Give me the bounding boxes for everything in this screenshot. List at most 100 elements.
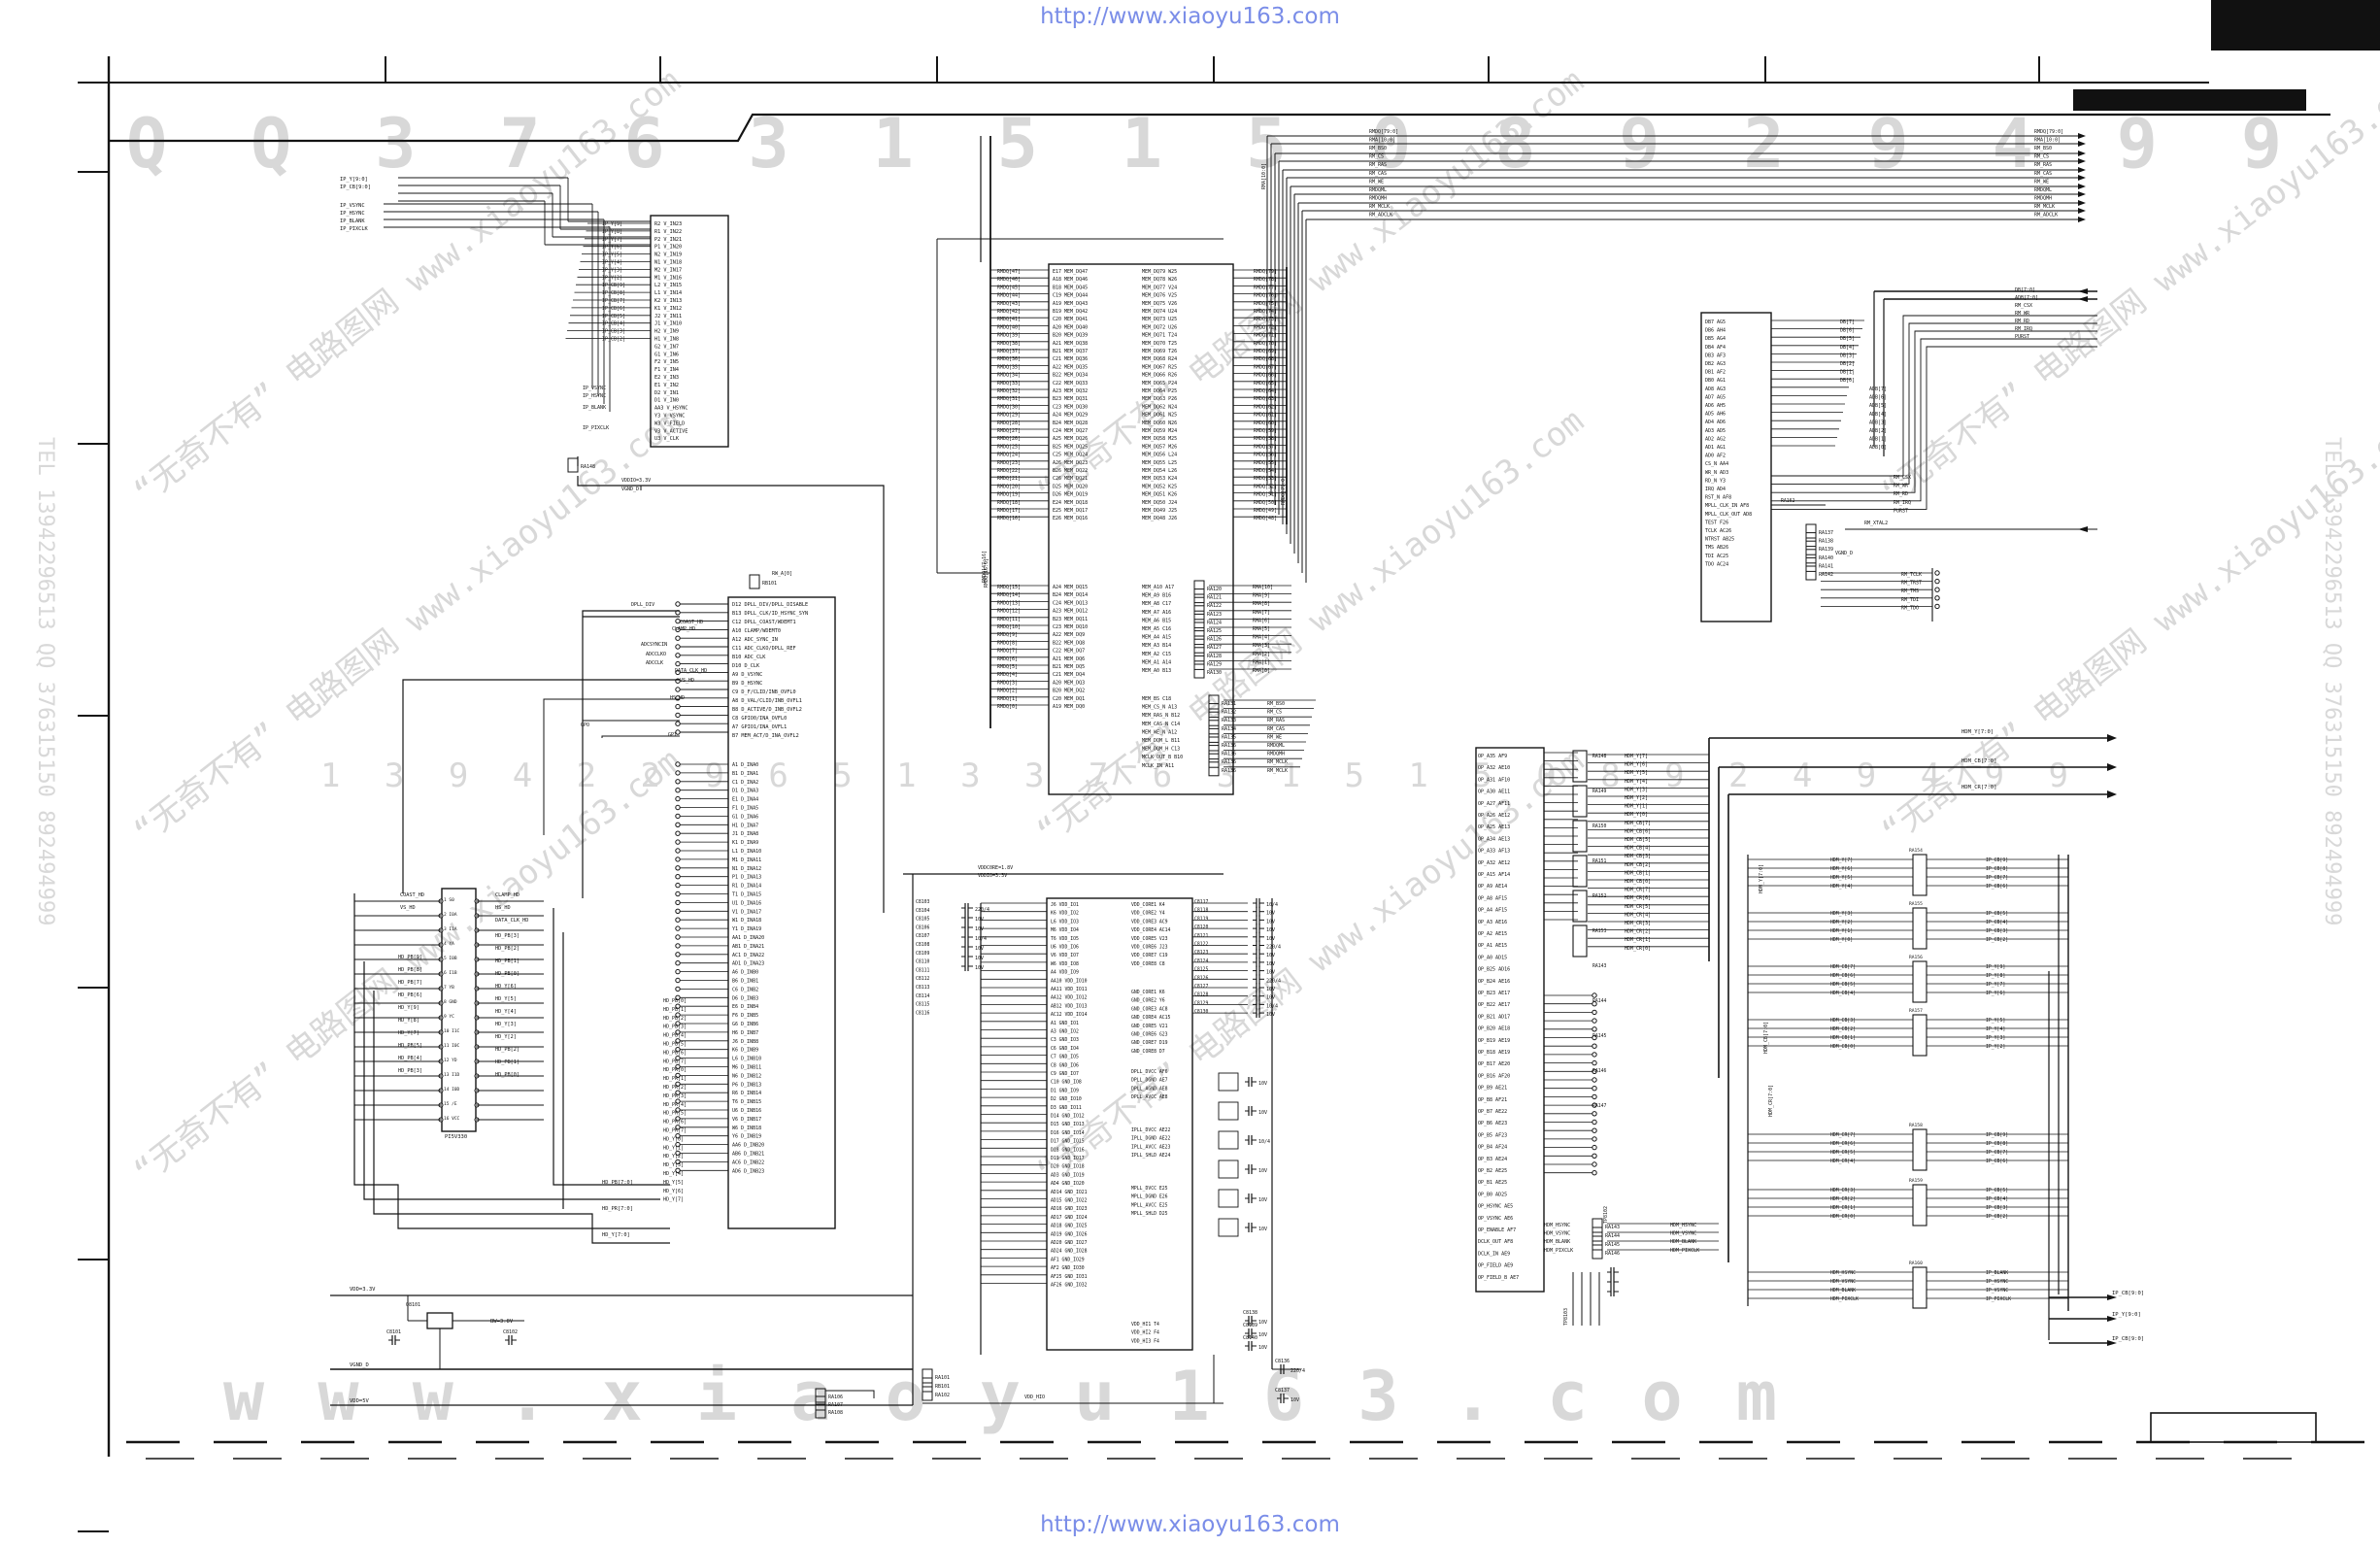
net-label: ADB[5] <box>1869 403 1887 409</box>
regulator <box>426 1312 453 1329</box>
ic-pin-label: N6 D_INB12 <box>732 1073 761 1079</box>
capacitor-ref: C8113 <box>916 985 930 991</box>
ic-pin-label: MEM_A5 C16 <box>1142 626 1171 632</box>
capacitor-ref: C8104 <box>916 908 930 914</box>
ic-pin-label: GND_CORE4 AC15 <box>1131 1015 1171 1021</box>
ic-pin-label: MPLL_SHLD D25 <box>1131 1211 1168 1217</box>
resistor-array <box>1193 638 1205 654</box>
ic-pin-label: MEM_DQ50 J24 <box>1142 500 1177 506</box>
net-label: RMDQ[5] <box>997 664 1018 670</box>
capacitor-box <box>1218 1072 1239 1092</box>
watermark-url-bottom[interactable]: http://www.xiaoyu163.com <box>1040 1512 1340 1537</box>
ic-pin-label: CS_N AA4 <box>1705 461 1728 467</box>
net-label: HDM_CB[6] <box>1625 828 1651 834</box>
net-label: RMDQ[15:0] <box>984 558 989 588</box>
ic-pin-label: N1 D_INA12 <box>732 866 761 872</box>
net-label: RMA[10:0] <box>1369 138 1395 144</box>
resistor-array-label: RA131 <box>1222 701 1236 707</box>
ic-pin-label: 11 I0C <box>444 1043 460 1049</box>
ic-pin-label: 1 S0 <box>444 897 454 903</box>
net-label: VDD=5V <box>350 1398 370 1404</box>
ic-pin-label: U6 VDD_IO6 <box>1051 945 1079 951</box>
ic-pin-label: MCLK_OUT_B B10 <box>1142 755 1183 760</box>
net-label: ADB[7:0] <box>2015 295 2038 301</box>
resistor-array-label: RA150 <box>1592 823 1607 829</box>
ic-pin-label: R1 V_IN22 <box>654 229 682 235</box>
net-label: RMDQ[79:0] <box>1281 476 1287 505</box>
ic-pin-label: OP_A30 AE11 <box>1478 790 1510 795</box>
ic-pin-label: A1 GND_IO1 <box>1051 1021 1079 1026</box>
net-label: RM_MCLK <box>1267 759 1288 765</box>
ic-pin-label: G1 V_IN6 <box>654 352 679 357</box>
watermark-digit-row: 1 3 9 4 2 2 9 6 5 1 3 3 7 6 3 1 5 1 5 0 … <box>320 756 2068 795</box>
net-label: IP_CB[5] <box>1986 911 2008 917</box>
test-point <box>675 899 681 906</box>
capacitor-ref: C8107 <box>916 933 930 939</box>
capacitor-ref: C8106 <box>916 924 930 930</box>
resistor-array <box>1208 711 1220 726</box>
net-label: VGND_D <box>621 487 639 492</box>
ic-pin-label: B19 MEM_DQ42 <box>1053 309 1088 315</box>
capacitor-value: 10V <box>975 965 984 971</box>
ic-pin-label: 3 I1A <box>444 926 457 932</box>
ic-pin-label: OP_B21 AD17 <box>1478 1014 1510 1020</box>
ic-pin-label: MEM_DQ56 L24 <box>1142 453 1177 458</box>
net-label: RMDQ[16] <box>997 516 1021 521</box>
ic-pin-label: W3 V_FIELD <box>654 420 685 426</box>
net-label: IP_CB[6] <box>1986 884 2008 890</box>
net-label: RMDQ[72] <box>1254 324 1277 330</box>
ic-pin-label: A22 MEM_DQ9 <box>1053 632 1085 638</box>
ic-pin-label: F1 V_IN4 <box>654 367 679 373</box>
ic-hd-switch <box>441 888 477 1132</box>
net-label: ADB[3] <box>1869 420 1887 425</box>
net-label: RMA[4] <box>1253 635 1270 641</box>
ic-pin-label: C23 MEM_DQ10 <box>1053 624 1088 630</box>
test-point <box>675 721 681 726</box>
net-label: HDM_Y[7:0] <box>1759 864 1764 893</box>
watermark-url-top[interactable]: http://www.xiaoyu163.com <box>1040 4 1340 29</box>
net-label: HDM_CR[4] <box>1625 912 1651 918</box>
ic-pin-label: MEM_DQ62 N24 <box>1142 404 1177 410</box>
ic-pin-label: A7 GPIO1/INA_OVFL1 <box>732 724 787 730</box>
net-label: RMDQ[21] <box>997 476 1021 482</box>
ic-pin-label: B10 ADC_CLK <box>732 655 766 660</box>
net-label: HD_PB[8] <box>398 967 422 973</box>
net-label: RM_WE <box>1369 179 1384 185</box>
ic-pin-label: AF26 GND_IO32 <box>1051 1283 1088 1289</box>
resistor-array-label: RA144 <box>1605 1233 1620 1239</box>
ic-pin-label: 13 I1D <box>444 1072 460 1078</box>
ic-pin-label: AD3 GND_IO19 <box>1051 1172 1085 1178</box>
net-label: PURST <box>1894 508 1908 514</box>
ic-pin-label: MEM_DQ60 N26 <box>1142 420 1177 426</box>
net-label: VS_HD <box>400 905 416 911</box>
test-point <box>1592 1009 1597 1016</box>
ic-pin-label: AD6 AH5 <box>1705 403 1726 409</box>
ic-pin-label: M6 D_INB11 <box>732 1065 761 1071</box>
ic-pin-label: DB4 AF4 <box>1705 345 1726 351</box>
ic-pin-label: AD6 D_INB23 <box>732 1168 764 1174</box>
ic-pin-label: TDO AC24 <box>1705 561 1728 567</box>
switch-array-label: RA159 <box>1909 1178 1923 1184</box>
ic-pin-label: C7 GND_IO5 <box>1051 1055 1079 1060</box>
ic-pin-label: A4 VDD_IO9 <box>1051 970 1079 976</box>
net-label: HD_PR[2] <box>663 1085 687 1091</box>
net-label: HDM_CR[2] <box>1625 929 1651 935</box>
net-label: HD_Y[7:0] <box>602 1232 630 1238</box>
signal-arrow <box>2078 167 2086 173</box>
test-point <box>675 848 681 854</box>
net-label: HD_PR[4] <box>663 1102 687 1108</box>
ic-pin-label: MEM_DQ63 P26 <box>1142 396 1177 402</box>
ic-pin-label: D15 GND_IO13 <box>1051 1122 1085 1127</box>
resistor-array <box>1805 532 1817 548</box>
ic-pin-label: K1 V_IN12 <box>654 306 682 312</box>
ic-pin-label: L1 V_IN14 <box>654 290 682 296</box>
net-label: HDM_CR[7] <box>1830 1132 1856 1138</box>
resistor-array <box>1193 655 1205 670</box>
resistor-array <box>1572 924 1588 958</box>
net-label: HDM_CR[3] <box>1625 921 1651 926</box>
resistor-array-label: RA136 <box>1222 768 1236 774</box>
resistor-array-label: RA141 <box>1819 563 1833 569</box>
ic-pin-label: L2 V_IN15 <box>654 283 682 288</box>
net-label: RM_RAS <box>2034 162 2052 168</box>
